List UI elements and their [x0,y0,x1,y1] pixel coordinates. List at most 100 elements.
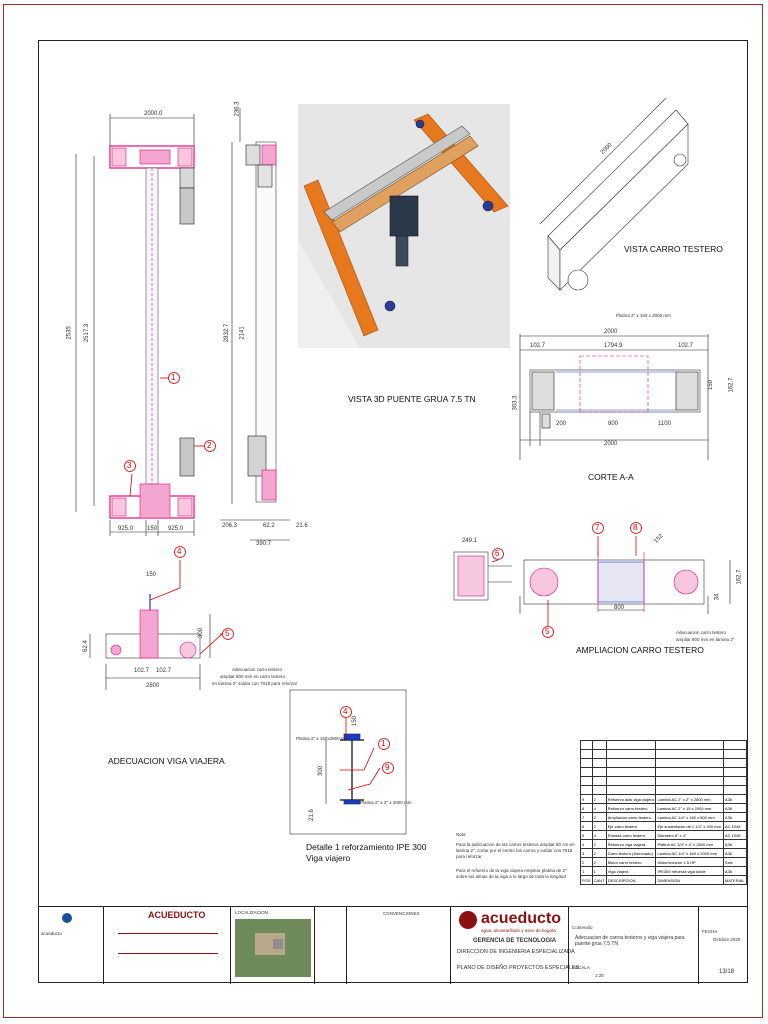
balloon-5-label: 5 [225,629,230,638]
caption-carro-testero: VISTA CARRO TESTERO [624,244,723,254]
tb-brand-sub: agua, alcantarillado y aseo de bogota [481,928,556,933]
bom-cell: 3 [580,848,593,858]
balloon-2-label: 2 [207,441,212,450]
title-block: acueducto ACUEDUCTO LOCALIZACION CONVENC… [38,906,748,984]
balloon-5 [222,628,234,640]
bom-empty-row [580,785,748,795]
detalle-note: Platina 2" x 150x2000 mm [296,736,349,741]
acueducto-logo-icon [459,911,477,929]
adecuacion-note: ampliar 800 mm en carro testero [220,674,286,679]
bom-cell: Eje sustentador de 1 1/2" x 200 mm [655,821,724,831]
tb-gerencia: GERENCIA DE TECNOLOGIA [473,938,557,944]
bom-cell: Motorreductor 1.5 HP [655,857,724,867]
tb-left-company: acueducto [41,931,62,936]
bom-cell: Refuerzo carro testero [605,803,657,813]
caption-adecuacion: ADECUACION VIGA VIAJERA [108,756,225,766]
bom-cell: AC 1045 [722,821,748,831]
dim-label: 102.7 [530,343,546,349]
tb-brand: acueducto [481,910,562,927]
bom-cell: 6 [580,821,593,831]
bom-cell: A36 [722,866,748,876]
bom-cell: 2 [591,848,607,858]
balloon-3-label: 3 [127,461,132,470]
dim-label: 249.1 [462,538,478,544]
dim-label: 102.7 [678,343,694,349]
dim-label: 925.0 [118,526,134,532]
detalle-note: Platina 2" x 2" x 2000 mm [360,800,412,805]
tb-brand-cell: acueducto agua, alcantarillado y aseo de… [450,907,579,984]
notes-p2: Para el refuerzo de la viga viajera empl… [456,868,567,879]
dim-label: 102.7 [134,668,150,674]
bom-cell: Ampliacion carro testero [605,812,657,822]
balloon-4b [340,706,352,718]
tb-left-logo-cell: acueducto [38,907,103,984]
balloon-4 [174,546,186,558]
balloon-3 [124,460,136,472]
dim-label: 21.6 [308,809,315,821]
dim-label: 21.6 [296,523,308,529]
dim-label: 62.2 [263,523,275,529]
bom-cell: Ruedas carro testero [605,830,657,840]
dim-label: 102.7 [156,668,172,674]
dim-label: 62.4 [82,640,89,652]
bom-cell: 2 [580,857,593,867]
bom-cell: 4 [591,803,607,813]
bom-empty-row [580,749,748,759]
bom-cell: 1 [591,866,607,876]
bom-empty-row [580,767,748,777]
dim-label: 2800 [146,683,160,689]
dim-label: 2535 [66,326,73,340]
bom-cell: Lamina AC 2" x 2" x 2800 mm [655,794,724,804]
side-view-beam [255,141,277,503]
notes-heading: Nota [456,832,466,837]
tb-location-cell: LOCALIZACION [230,907,314,984]
dim-label: 2832.7 [224,323,231,343]
dim-label: 303.3 [512,395,519,411]
balloon-9 [382,762,394,774]
balloon-5b [542,626,554,638]
tb-plano: PLANO DE DISEÑO PROYECTOS ESPECIALES [457,965,580,971]
bom-cell: 2 [591,812,607,822]
tb-small-logo: ACUEDUCTO [148,910,206,920]
balloon-7 [592,522,604,534]
balloon-2 [204,440,216,452]
bom-cell: 2 [591,794,607,804]
bom-cell: 8 [580,803,593,813]
bom-cell: 4 [580,839,593,849]
ampliacion-note: ampliar 800 mm en lamina 2" [676,637,735,642]
dim-label: 236.3 [234,101,241,117]
tb-direccion: DIRECCION DE INGENIERIA ESPECIALIZADA [457,949,575,955]
dim-label: 162.7 [728,377,735,393]
caption-ampliacion: AMPLIACION CARRO TESTERO [576,645,704,655]
bom-cell: 2 [591,839,607,849]
caption-detalle: Detalle 1 reforzamiento IPE 300 [306,842,427,852]
bom-header-cell: MATERIAL [722,875,748,885]
bom-cell: Refuerzo viga viajera [605,839,657,849]
dim-label: 150 [147,526,158,532]
tb-contenido: Adecuacion de carros testeros y viga via… [575,935,685,947]
tb-escala-label: ESCALA [572,965,590,970]
dim-label: 925.0 [168,526,184,532]
balloon-9-label: 9 [385,763,390,772]
dim-label: 390.7 [256,541,272,547]
bom-cell: 5 [580,830,593,840]
dim-label: 206.3 [222,523,238,529]
ampliacion-note: Adecuacion carro testero [676,630,727,635]
adecuacion-note: Adecuacion carro testero [232,667,283,672]
client-logo-icon [62,913,72,923]
bom-header-cell: POS [580,875,593,885]
bom-cell: A36 [722,803,748,813]
balloons-group [124,372,642,774]
bom-cell: Eje carro testero [605,821,657,831]
dim-label: 2000 [604,329,618,335]
bom-cell: A36 [722,839,748,849]
bom-empty-row [580,776,748,786]
